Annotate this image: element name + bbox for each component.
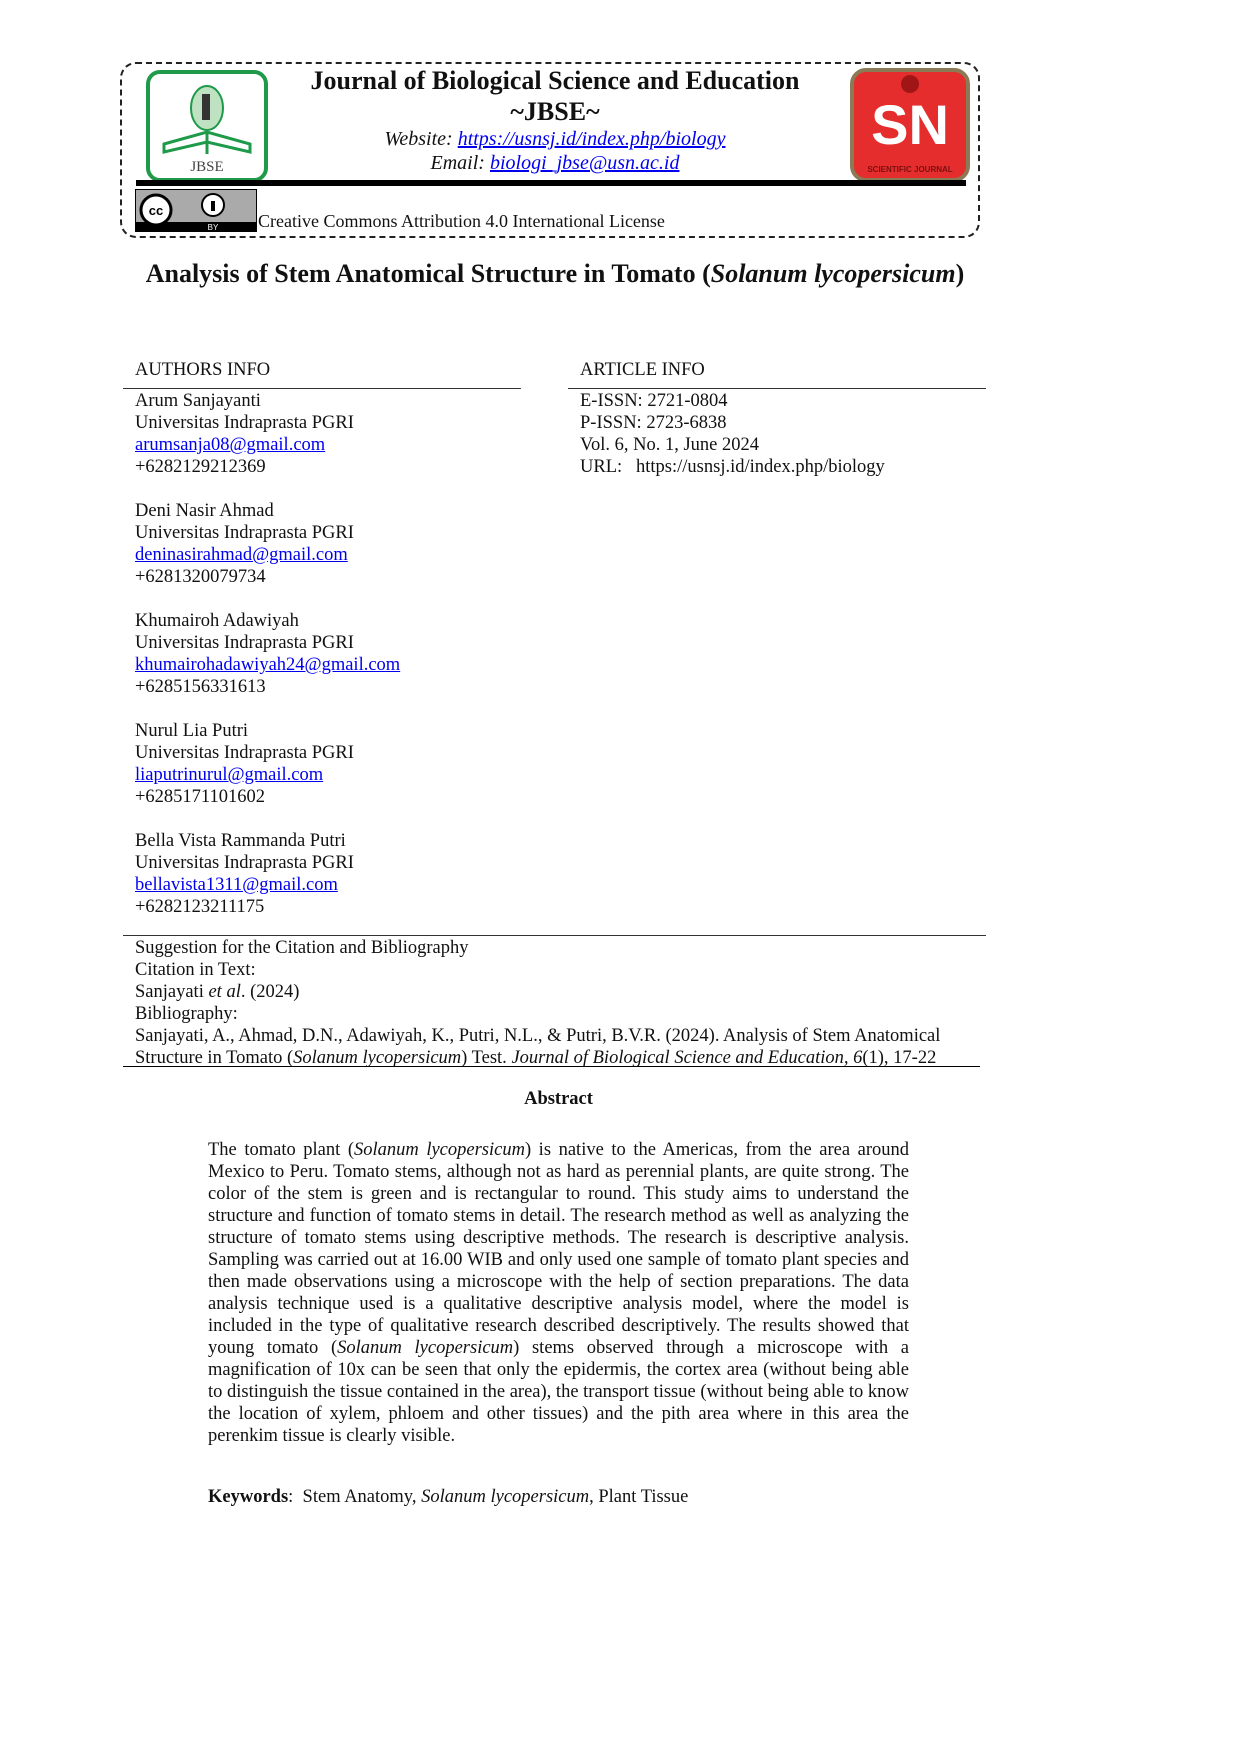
author-name-container: Deni Nasir Ahmad xyxy=(135,500,400,522)
website-link[interactable]: https://usnsj.id/index.php/biology xyxy=(457,128,726,150)
article-url: URL: https://usnsj.id/index.php/biology xyxy=(580,457,885,477)
author-affiliation-container: Universitas Indraprasta PGRI xyxy=(135,522,400,544)
author-phone-container: +6282123211175 xyxy=(135,896,400,918)
author-name-container: Khumairoh Adawiyah xyxy=(135,610,400,632)
author-email[interactable]: khumairohadawiyah24@gmail.com xyxy=(135,655,401,675)
abstract-body: The tomato plant (Solanum lycopersicum) … xyxy=(208,1140,909,1446)
creative-commons-icon: cc BY xyxy=(136,193,256,232)
author-affiliation: Universitas Indraprasta PGRI xyxy=(135,523,354,543)
svg-text:JBSE: JBSE xyxy=(190,159,223,175)
author-phone: +6281320079734 xyxy=(135,567,266,587)
author-email[interactable]: bellavista1311@gmail.com xyxy=(135,875,338,895)
author-phone-container: +6281320079734 xyxy=(135,566,400,588)
author-email-container: bellavista1311@gmail.com xyxy=(135,874,400,896)
article-info: E-ISSN: 2721-0804 P-ISSN: 2723-6838 Vol.… xyxy=(580,390,885,478)
svg-text:SN: SN xyxy=(871,93,949,156)
spacer xyxy=(135,478,400,500)
author-email[interactable]: liaputrinurul@gmail.com xyxy=(135,765,324,785)
divider xyxy=(123,935,986,936)
bibliography-line-2: Structure in Tomato (Solanum lycopersicu… xyxy=(135,1048,937,1068)
email-line: Email: biologi_jbse@usn.ac.id xyxy=(290,152,820,175)
bibliography-label: Bibliography: xyxy=(135,1004,238,1024)
article-title: Analysis of Stem Anatomical Structure in… xyxy=(145,259,965,288)
email-link[interactable]: biologi_jbse@usn.ac.id xyxy=(489,152,680,174)
author-name-container: Nurul Lia Putri xyxy=(135,720,400,742)
citation-in-text: Sanjayati et al. (2024) xyxy=(135,982,300,1002)
author-email[interactable]: arumsanja08@gmail.com xyxy=(135,435,326,455)
authors-info-heading: AUTHORS INFO xyxy=(135,360,271,380)
usn-logo: SN SCIENTIFIC JOURNAL xyxy=(850,68,970,182)
website-label: Website: xyxy=(384,128,458,150)
bibliography-line-1: Sanjayati, A., Ahmad, D.N., Adawiyah, K.… xyxy=(135,1026,941,1046)
citation-section: Suggestion for the Citation and Bibliogr… xyxy=(135,937,940,1069)
author-email-container: arumsanja08@gmail.com xyxy=(135,434,400,456)
author-email-container: liaputrinurul@gmail.com xyxy=(135,764,400,786)
author-email-container: deninasirahmad@gmail.com xyxy=(135,544,400,566)
author-name: Bella Vista Rammanda Putri xyxy=(135,831,346,851)
author-name: Khumairoh Adawiyah xyxy=(135,611,299,631)
eissn: E-ISSN: 2721-0804 xyxy=(580,391,728,411)
author-affiliation-container: Universitas Indraprasta PGRI xyxy=(135,852,400,874)
divider xyxy=(123,388,521,389)
author-name: Arum Sanjayanti xyxy=(135,391,261,411)
article-info-heading: ARTICLE INFO xyxy=(580,360,705,380)
author-name-container: Arum Sanjayanti xyxy=(135,390,400,412)
header-divider xyxy=(136,180,966,186)
author-name-container: Bella Vista Rammanda Putri xyxy=(135,830,400,852)
keywords: Keywords: Stem Anatomy, Solanum lycopers… xyxy=(208,1487,689,1507)
email-label: Email: xyxy=(430,152,490,174)
citation-in-text-label: Citation in Text: xyxy=(135,960,256,980)
license-text: Creative Commons Attribution 4.0 Interna… xyxy=(258,211,665,231)
citation-heading: Suggestion for the Citation and Bibliogr… xyxy=(135,938,469,958)
website-line: Website: https://usnsj.id/index.php/biol… xyxy=(290,128,820,151)
author-affiliation: Universitas Indraprasta PGRI xyxy=(135,743,354,763)
author-email-container: khumairohadawiyah24@gmail.com xyxy=(135,654,400,676)
author-phone: +6285156331613 xyxy=(135,677,266,697)
author-phone: +6285171101602 xyxy=(135,787,265,807)
book-microscope-icon: JBSE xyxy=(162,85,252,175)
spacer xyxy=(135,698,400,720)
divider xyxy=(123,1066,980,1067)
cc-by-badge[interactable]: cc BY xyxy=(135,189,257,232)
abstract-heading: Abstract xyxy=(524,1089,593,1109)
usn-emblem-icon: SN SCIENTIFIC JOURNAL xyxy=(867,75,953,174)
author-affiliation: Universitas Indraprasta PGRI xyxy=(135,633,354,653)
author-affiliation-container: Universitas Indraprasta PGRI xyxy=(135,412,400,434)
svg-text:SCIENTIFIC JOURNAL: SCIENTIFIC JOURNAL xyxy=(867,165,952,174)
spacer xyxy=(135,588,400,610)
author-phone: +6282123211175 xyxy=(135,897,265,917)
author-name: Nurul Lia Putri xyxy=(135,721,249,741)
svg-text:cc: cc xyxy=(149,203,163,218)
spacer xyxy=(135,808,400,830)
divider xyxy=(568,388,986,389)
author-phone-container: +6285156331613 xyxy=(135,676,400,698)
author-phone-container: +6282129212369 xyxy=(135,456,400,478)
journal-title: Journal of Biological Science and Educat… xyxy=(310,66,800,95)
header-box xyxy=(120,62,980,238)
jbse-logo: JBSE xyxy=(146,70,268,182)
author-affiliation: Universitas Indraprasta PGRI xyxy=(135,413,354,433)
svg-text:BY: BY xyxy=(208,223,219,231)
pissn: P-ISSN: 2723-6838 xyxy=(580,413,727,433)
author-affiliation: Universitas Indraprasta PGRI xyxy=(135,853,354,873)
author-affiliation-container: Universitas Indraprasta PGRI xyxy=(135,632,400,654)
author-affiliation-container: Universitas Indraprasta PGRI xyxy=(135,742,400,764)
author-phone: +6282129212369 xyxy=(135,457,266,477)
volume: Vol. 6, No. 1, June 2024 xyxy=(580,435,760,455)
author-phone-container: +6285171101602 xyxy=(135,786,400,808)
author-email[interactable]: deninasirahmad@gmail.com xyxy=(135,545,348,565)
journal-abbr: ~JBSE~ xyxy=(510,97,600,126)
author-name: Deni Nasir Ahmad xyxy=(135,501,274,521)
